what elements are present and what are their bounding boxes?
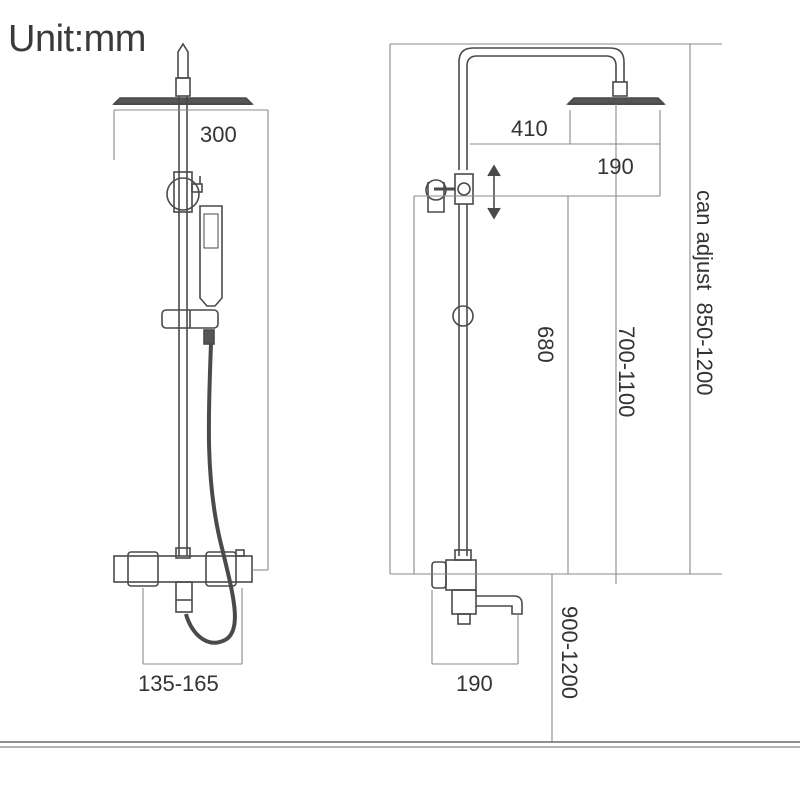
side-mixer-body	[445, 559, 477, 591]
dim-head-diameter: 190	[597, 154, 634, 179]
front-view	[112, 42, 254, 645]
front-hose	[184, 343, 237, 645]
side-arm-joint	[612, 81, 628, 97]
dim-arm-length: 410	[511, 116, 548, 141]
front-hand-shower	[199, 205, 223, 307]
floor-line	[0, 741, 800, 748]
side-mixer-knob	[431, 561, 447, 589]
side-shower-arm	[458, 47, 625, 170]
dim-overall-adjust: can adjust 850-1200	[692, 190, 717, 396]
dim-slide-length: 680	[533, 326, 558, 363]
front-mixer-bar	[113, 555, 253, 583]
front-hand-shower-nozzles	[203, 213, 219, 249]
side-diverter-knob	[425, 179, 447, 201]
dim-spout-projection: 190	[456, 671, 493, 696]
side-slide-bracket	[452, 305, 474, 327]
front-lower-outlet	[175, 581, 193, 613]
unit-label: Unit:mm	[8, 18, 146, 60]
side-view	[425, 47, 666, 625]
front-rail-connector	[175, 77, 191, 97]
front-rail-cap	[177, 42, 189, 79]
side-lower-body	[451, 589, 477, 615]
dim-mixer-spacing: 135-165	[138, 671, 219, 696]
dimension-lines	[113, 43, 722, 742]
side-spout	[476, 595, 523, 615]
dim-head-width: 300	[200, 122, 237, 147]
dim-rail-adjust: 700-1100	[614, 326, 639, 417]
front-mixer-left-knob	[127, 551, 159, 587]
dim-mounting-height: 900-1200	[557, 606, 582, 699]
front-diverter-knob	[166, 177, 200, 211]
front-hose-connector	[203, 329, 215, 345]
adjust-arrow-icon	[487, 164, 501, 220]
front-mixer-right-knob	[205, 551, 237, 587]
front-diverter-lever	[191, 183, 203, 193]
